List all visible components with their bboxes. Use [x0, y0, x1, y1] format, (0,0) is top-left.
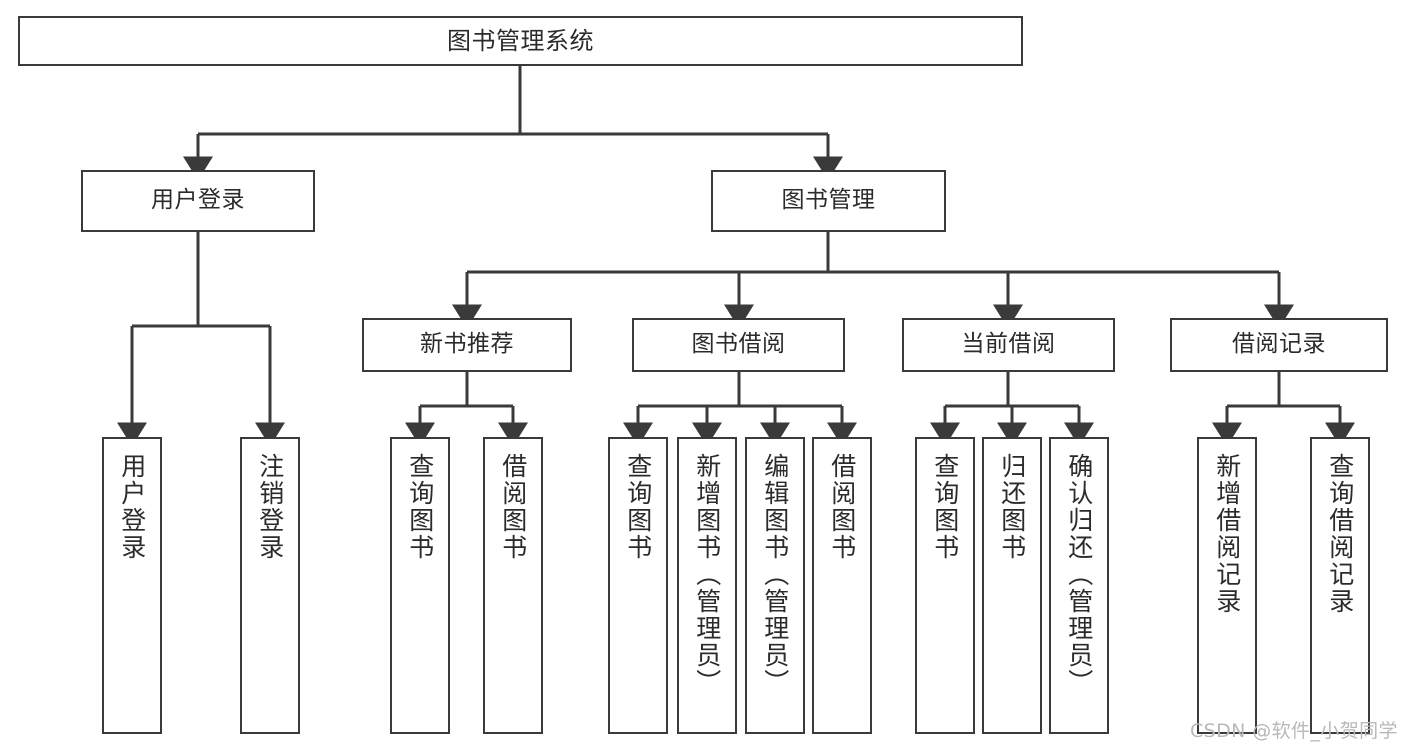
- leaf-borrow-add-book-admin[interactable]: 新增图书（管理员）: [677, 437, 737, 734]
- node-current-borrow[interactable]: 当前借阅: [902, 318, 1115, 372]
- leaf-current-query-book[interactable]: 查询图书: [915, 437, 975, 734]
- leaf-record-add-record[interactable]: 新增借阅记录: [1197, 437, 1257, 734]
- node-label: 借阅图书: [827, 453, 857, 561]
- node-book-management[interactable]: 图书管理: [711, 170, 946, 232]
- csdn-watermark: CSDN @软件_小贺同学: [1190, 720, 1398, 742]
- node-label: 借阅图书: [498, 453, 528, 561]
- node-label: 查询图书: [405, 453, 435, 561]
- node-borrow-record[interactable]: 借阅记录: [1170, 318, 1388, 372]
- leaf-borrow-borrow-book[interactable]: 借阅图书: [812, 437, 872, 734]
- node-label: 注销登录: [255, 453, 285, 561]
- leaf-borrow-edit-book-admin[interactable]: 编辑图书（管理员）: [745, 437, 805, 734]
- node-label: 编辑图书（管理员）: [760, 453, 790, 696]
- node-label: 确认归还（管理员）: [1064, 453, 1094, 696]
- leaf-user-login-login[interactable]: 用户登录: [102, 437, 162, 734]
- leaf-current-return-book[interactable]: 归还图书: [982, 437, 1042, 734]
- leaf-user-login-logout[interactable]: 注销登录: [240, 437, 300, 734]
- node-new-book-recommend[interactable]: 新书推荐: [362, 318, 572, 372]
- node-root-system[interactable]: 图书管理系统: [18, 16, 1023, 66]
- node-label: 查询借阅记录: [1325, 453, 1355, 615]
- leaf-borrow-query-book[interactable]: 查询图书: [608, 437, 668, 734]
- node-label: 归还图书: [997, 453, 1027, 561]
- node-label: 当前借阅: [961, 331, 1056, 358]
- node-label: 图书管理系统: [447, 26, 594, 55]
- node-label: 借阅记录: [1232, 331, 1326, 358]
- node-label: 用户登录: [151, 187, 245, 214]
- leaf-current-confirm-return-admin[interactable]: 确认归还（管理员）: [1049, 437, 1109, 734]
- node-book-borrow[interactable]: 图书借阅: [632, 318, 845, 372]
- node-label: 查询图书: [623, 453, 653, 561]
- node-label: 新增借阅记录: [1212, 453, 1242, 615]
- leaf-recommend-borrow-book[interactable]: 借阅图书: [483, 437, 543, 734]
- leaf-recommend-query-book[interactable]: 查询图书: [390, 437, 450, 734]
- node-label: 用户登录: [117, 453, 147, 561]
- node-label: 查询图书: [930, 453, 960, 561]
- node-label: 新书推荐: [420, 331, 514, 358]
- node-label: 图书借阅: [691, 331, 786, 358]
- node-label: 图书管理: [781, 187, 876, 214]
- node-label: 新增图书（管理员）: [692, 453, 722, 696]
- leaf-record-query-record[interactable]: 查询借阅记录: [1310, 437, 1370, 734]
- node-user-login[interactable]: 用户登录: [81, 170, 315, 232]
